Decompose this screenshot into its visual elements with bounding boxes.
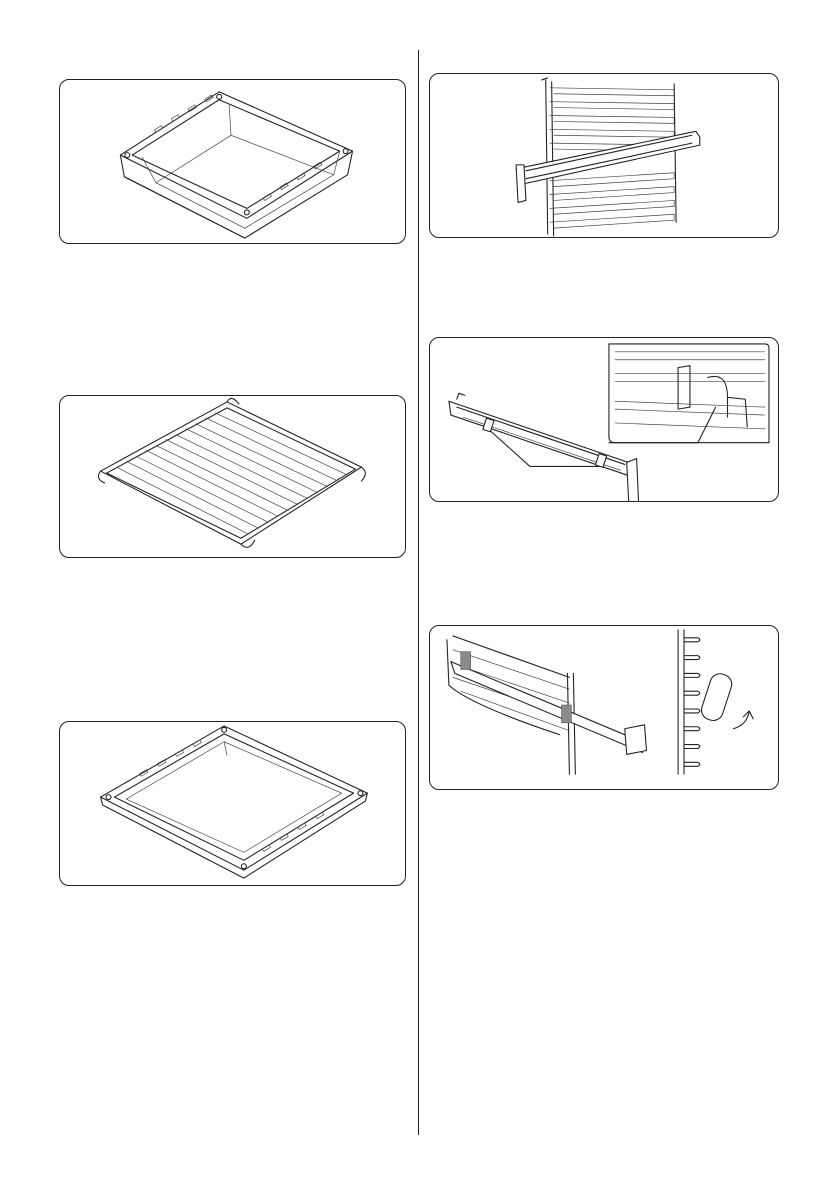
wire-rack-illustration — [60, 396, 405, 557]
deep-tray-panel — [59, 79, 406, 244]
deep-tray-illustration — [60, 80, 405, 243]
runner-installation-illustration — [430, 626, 778, 789]
column-divider — [418, 50, 419, 1135]
telescopic-runner-illustration — [430, 74, 778, 237]
shallow-tray-illustration — [60, 722, 405, 885]
runner-clip-detail-illustration — [430, 338, 778, 501]
runner-on-support-panel — [429, 73, 779, 238]
runner-installation-panel — [429, 625, 779, 790]
wire-shelf-panel — [59, 395, 406, 558]
shallow-tray-panel — [59, 721, 406, 886]
runner-clip-detail-panel — [429, 337, 779, 502]
